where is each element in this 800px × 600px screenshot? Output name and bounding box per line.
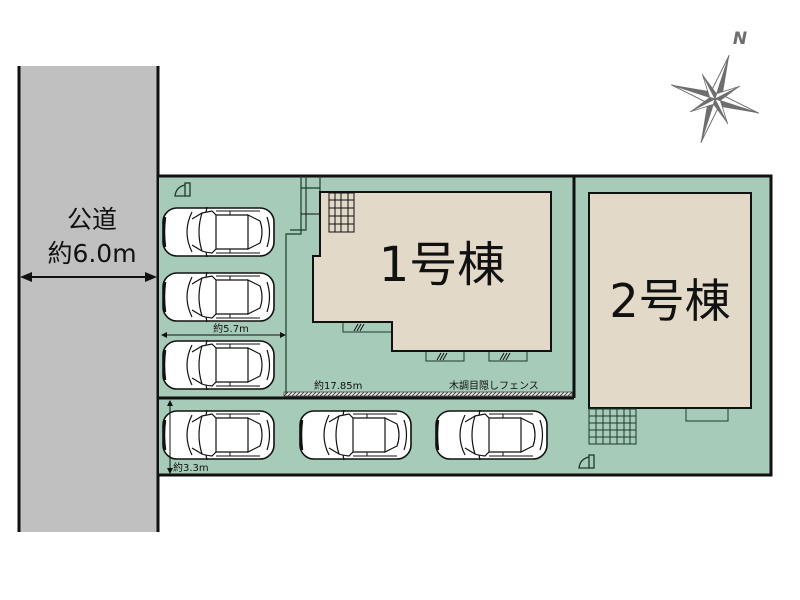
road-width: 約6.0m	[47, 239, 136, 268]
building-1-label: 1号棟	[379, 237, 506, 293]
car-icon	[298, 408, 413, 462]
car-icon	[161, 338, 276, 392]
door-icon	[174, 182, 191, 197]
parking-depth-label: 約5.7m	[213, 322, 249, 335]
car-icon	[161, 205, 276, 259]
road-width-arrow	[20, 272, 157, 282]
parking-depth-arrow	[161, 332, 286, 338]
public-road	[17, 66, 160, 532]
fence-label: 木調目隠しフェンス	[449, 379, 539, 392]
building-2-label: 2号棟	[609, 274, 730, 328]
car-icon	[434, 408, 549, 462]
fence-length-label: 約17.85m	[314, 379, 362, 392]
tile-grid	[588, 408, 637, 445]
compass-icon	[671, 55, 759, 143]
wood-fence	[283, 391, 573, 397]
tile-grid	[328, 192, 355, 233]
building-1: 1号棟	[312, 191, 552, 362]
building-2: 2号棟	[588, 192, 752, 445]
car-icon	[161, 270, 276, 324]
walkway-lines	[285, 176, 321, 394]
north-label: N	[733, 29, 747, 49]
parking-width-label: 約3.3m	[173, 461, 209, 474]
parking-width-arrow	[167, 400, 173, 474]
car-icon	[161, 408, 276, 462]
door-icon	[578, 454, 595, 469]
road-name: 公道	[67, 205, 117, 234]
